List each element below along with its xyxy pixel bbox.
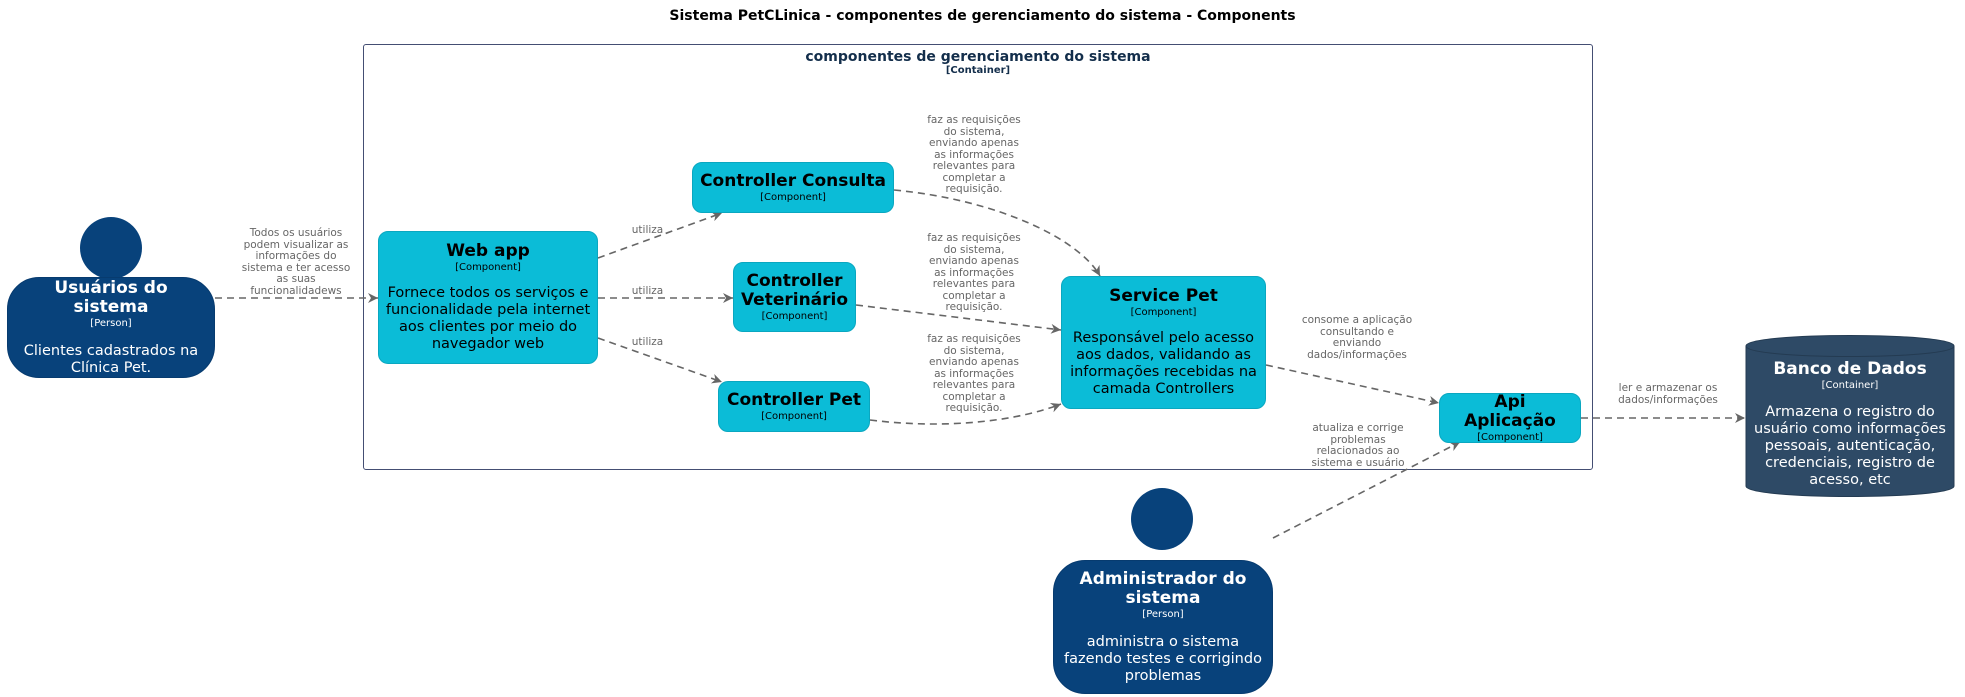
edge-web-consulta: [597, 211, 723, 259]
component-web-app-stereotype: [Component]: [455, 262, 521, 273]
person-usuarios-stereotype: [Person]: [90, 317, 132, 329]
person-admin[interactable]: Administrador do sistema [Person] admini…: [1053, 560, 1273, 694]
edge-veterinario-service: [855, 304, 1062, 334]
person-usuarios[interactable]: Usuários do sistema [Person] Clientes ca…: [7, 277, 215, 378]
database-banco-de-dados[interactable]: Banco de Dados [Container] Armazena o re…: [1745, 334, 1955, 498]
component-service-pet-name: Service Pet: [1109, 286, 1218, 306]
diagram-title: Sistema PetCLinica - componentes de gere…: [669, 8, 1296, 24]
person-admin-desc: administra o sistema fazendo testes e co…: [1064, 633, 1262, 684]
component-controller-veterinario-name: Controller Veterinário: [740, 270, 849, 310]
edge-service-api: [1265, 364, 1440, 406]
label-web-consulta: utiliza: [631, 224, 664, 236]
component-web-app-name: Web app: [446, 241, 530, 261]
label-consulta-service: faz as requisições do sistema, enviando …: [927, 114, 1021, 195]
component-controller-consulta-stereotype: [Component]: [760, 191, 826, 203]
database-desc: Armazena o registro do usuário como info…: [1754, 404, 1946, 488]
edge-consulta-service: [893, 189, 1101, 277]
component-api-aplicacao-stereotype: [Component]: [1477, 431, 1543, 443]
component-web-app-desc: Fornece todos os serviços e funcionalida…: [385, 285, 591, 352]
person-usuarios-desc: Clientes cadastrados na Clínica Pet.: [23, 342, 199, 376]
component-service-pet-stereotype: [Component]: [1130, 307, 1197, 318]
component-api-aplicacao-name: Api Aplicação: [1464, 391, 1556, 431]
component-service-pet-desc: Responsável pelo acesso aos dados, valid…: [1070, 330, 1257, 397]
label-admin-api: atualiza e corrige problemas relacionado…: [1311, 422, 1405, 469]
boundary-title: componentes de gerenciamento do sistema: [805, 49, 1151, 65]
label-service-api: consome a aplicação consultando e envian…: [1301, 314, 1413, 361]
component-controller-pet-name: Controller Pet: [726, 389, 862, 410]
component-web-app[interactable]: Web app [Component] Fornece todos os ser…: [378, 231, 598, 364]
person-admin-name: Administrador do sistema: [1079, 568, 1247, 608]
person-admin-head-icon: [1131, 488, 1193, 550]
database-stereotype: [Container]: [1821, 380, 1879, 391]
component-api-aplicacao[interactable]: Api Aplicação [Component]: [1439, 391, 1581, 443]
component-controller-veterinario-stereotype: [Component]: [761, 310, 828, 322]
label-web-veterinario: utiliza: [631, 285, 664, 297]
label-web-pet: utiliza: [631, 336, 664, 348]
database-name: Banco de Dados: [1773, 359, 1927, 379]
edge-web-pet: [597, 337, 723, 384]
label-api-db: ler e armazenar os dados/informações: [1618, 382, 1718, 406]
person-usuarios-head-icon: [80, 217, 142, 279]
component-controller-consulta[interactable]: Controller Consulta [Component]: [692, 162, 894, 213]
component-controller-veterinario[interactable]: Controller Veterinário [Component]: [733, 262, 856, 332]
database-cylinder-icon: [1745, 335, 1955, 497]
label-usuarios-web: Todos os usuários podem visualizar as in…: [241, 227, 351, 297]
component-controller-consulta-name: Controller Consulta: [700, 170, 886, 191]
label-veterinario-service: faz as requisições do sistema, enviando …: [927, 232, 1021, 313]
boundary-type: [Container]: [945, 65, 1011, 76]
person-usuarios-name: Usuários do sistema: [54, 277, 168, 317]
component-controller-pet-stereotype: [Component]: [761, 410, 827, 422]
container-boundary: componentes de gerenciamento do sistema …: [363, 44, 1593, 470]
component-controller-pet[interactable]: Controller Pet [Component]: [718, 381, 870, 432]
label-pet-service: faz as requisições do sistema, enviando …: [927, 333, 1021, 414]
person-admin-stereotype: [Person]: [1142, 608, 1184, 620]
edge-pet-service: [869, 402, 1062, 425]
component-service-pet[interactable]: Service Pet [Component] Responsável pelo…: [1061, 276, 1266, 409]
